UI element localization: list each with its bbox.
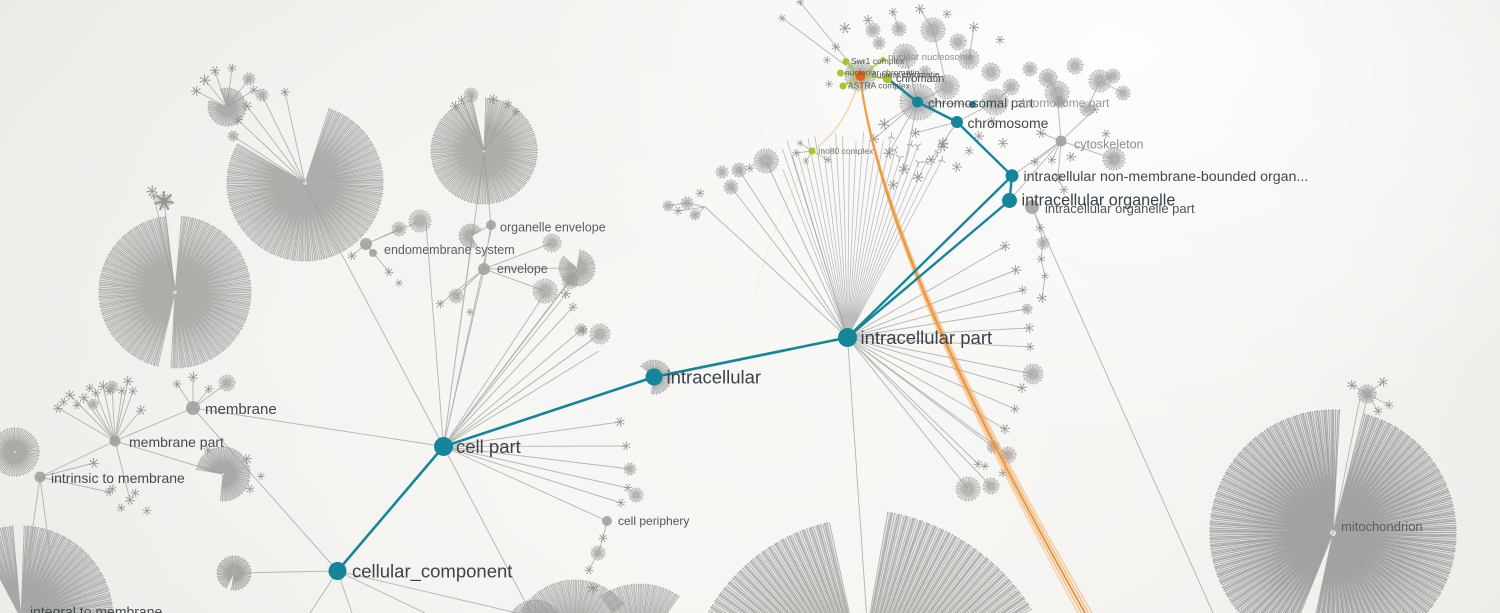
svg-text:nuclear chromatin: nuclear chromatin xyxy=(872,70,940,80)
svg-text:cell periphery: cell periphery xyxy=(618,514,689,528)
svg-text:envelope: envelope xyxy=(497,262,548,276)
svg-text:intracellular part: intracellular part xyxy=(861,327,993,348)
svg-text:cellular_component: cellular_component xyxy=(352,561,512,583)
svg-text:membrane: membrane xyxy=(205,401,277,418)
svg-text:Swr1 complex: Swr1 complex xyxy=(851,56,905,66)
svg-text:nuclear nucleosome: nuclear nucleosome xyxy=(888,52,973,63)
svg-text:intracellular organelle: intracellular organelle xyxy=(1022,192,1176,210)
svg-text:intracellular non-membrane-bou: intracellular non-membrane-bounded organ… xyxy=(1024,169,1309,185)
svg-text:Ino80 complex: Ino80 complex xyxy=(818,146,874,156)
svg-text:intracellular organelle part: intracellular organelle part xyxy=(1045,201,1195,216)
svg-text:integral to membrane: integral to membrane xyxy=(30,604,163,613)
svg-text:chromosome part: chromosome part xyxy=(1016,96,1110,110)
svg-text:cytoskeleton: cytoskeleton xyxy=(1074,138,1144,152)
svg-text:chromatin: chromatin xyxy=(896,73,944,85)
svg-text:membrane part: membrane part xyxy=(129,434,224,450)
svg-text:chromosome: chromosome xyxy=(968,115,1049,131)
svg-text:organelle envelope: organelle envelope xyxy=(500,221,606,235)
svg-text:intracellular: intracellular xyxy=(667,367,762,388)
svg-text:chromosomal part: chromosomal part xyxy=(928,96,1034,111)
svg-text:mitochondrion: mitochondrion xyxy=(1341,519,1423,534)
svg-text:nucleolar chromatin: nucleolar chromatin xyxy=(845,68,919,78)
svg-text:endomembrane system: endomembrane system xyxy=(384,243,515,257)
svg-text:intrinsic to membrane: intrinsic to membrane xyxy=(51,470,185,486)
svg-text:cell part: cell part xyxy=(456,436,521,457)
svg-text:ASTRA complex: ASTRA complex xyxy=(848,81,911,91)
